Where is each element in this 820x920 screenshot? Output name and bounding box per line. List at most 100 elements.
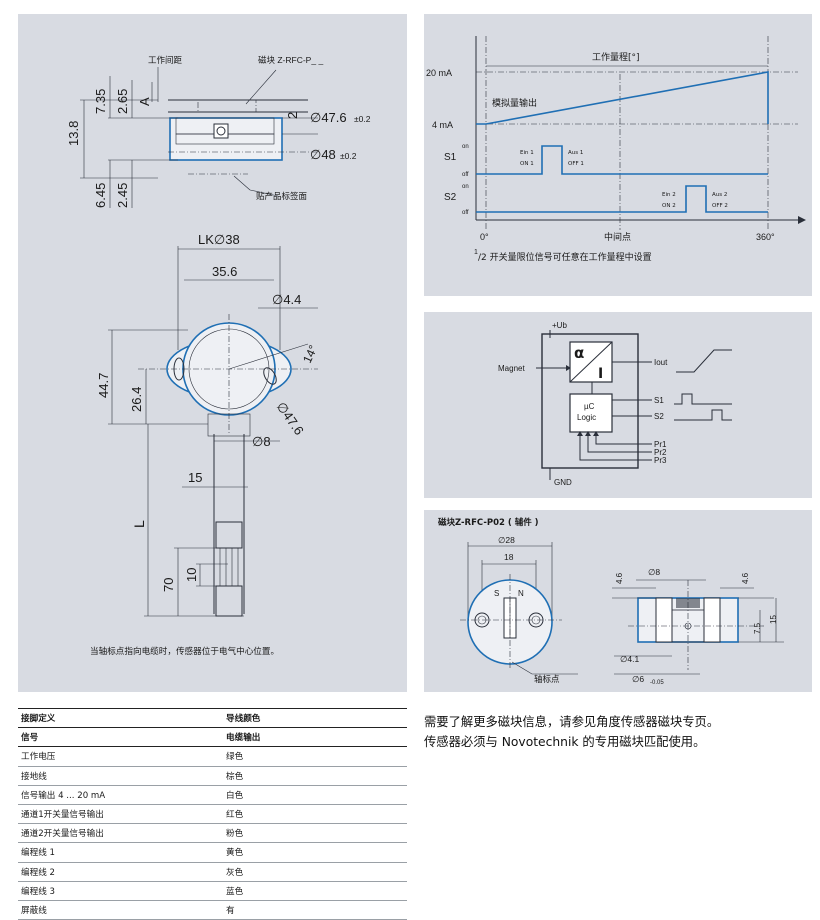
s1-aus: Aus 1 [568, 150, 583, 156]
y-tick-20ma: 20 mA [426, 68, 452, 78]
cell-signal: 编程线 1 [21, 848, 55, 859]
cell-color: 红色 [226, 810, 244, 821]
pole-s: S [494, 589, 499, 598]
label-sticker-side: 贴产品标签面 [256, 191, 308, 202]
cell-signal: 工作电压 [21, 752, 56, 763]
dim-6-45: 6.45 [93, 183, 108, 208]
label-working-gap: 工作间距 [148, 55, 183, 66]
pr1-label: Pr1 [654, 440, 667, 449]
note-line-1: 需要了解更多磁块信息，请参见角度传感器磁块专页。 [424, 715, 720, 729]
cell-signal: 信号输出 4 ... 20 mA [21, 790, 106, 801]
s2-waveform [674, 409, 732, 421]
s2-on: on [462, 184, 469, 190]
dim-2-65: 2.65 [115, 89, 130, 114]
dim-d4-4: ∅4.4 [272, 292, 301, 307]
analog-output-line [476, 71, 769, 125]
s1-on: on [462, 144, 469, 150]
dim-2-45: 2.45 [115, 183, 130, 208]
magnet-outline [197, 99, 257, 113]
dim-d28: ∅28 [498, 535, 515, 545]
table-row: 工作电压绿色 [18, 747, 407, 767]
output-chart-panel: 工作量程[°] 20 mA 4 mA 模拟量输出 S1 on off Ein 1… [424, 14, 812, 296]
x-tick-mid: 中间点 [604, 231, 631, 243]
dim-7-5: 7.5 [753, 622, 762, 634]
pole-n: N [518, 589, 524, 598]
dim-d8-magnet: ∅8 [648, 567, 660, 577]
cell-signal: 接地线 [21, 771, 47, 782]
dim-14-deg: 14° [300, 343, 320, 366]
cell-signal: 编程线 2 [21, 867, 55, 878]
ub-label: +Ub [552, 321, 567, 330]
microcontroller-block [569, 393, 613, 433]
cell-color: 粉色 [226, 829, 244, 840]
dim-d47-6: ∅47.6 [310, 110, 347, 125]
sensor-dimension-drawing: 工作间距 磁块 Z-RFC-P_ _ 13.8 7.35 2.65 A 6.45… [66, 55, 371, 657]
dim-7-35: 7.35 [93, 89, 108, 114]
dim-d6: ∅6 [632, 674, 644, 684]
magnet-note: 需要了解更多磁块信息，请参见角度传感器磁块专页。 传感器必须与 Novotech… [424, 712, 814, 752]
s1-out-label: S1 [654, 396, 664, 405]
header-pin-definition: 接脚定义 [21, 714, 56, 725]
x-tick-360: 360° [756, 232, 775, 242]
current-symbol: I [598, 366, 603, 382]
s2-aus: Aus 2 [712, 192, 727, 198]
logic-label: Logic [577, 413, 596, 422]
footnote-sup: 1 [474, 249, 478, 256]
dim-d8: ∅8 [252, 434, 271, 449]
table-row: 屏蔽线 有 [18, 901, 407, 920]
s1-waveform [674, 393, 732, 405]
mounting-slot-right [263, 367, 277, 385]
s1-ein: Ein 1 [520, 150, 534, 156]
cell-color: 棕色 [226, 771, 244, 782]
table-row: 通道1开关量信号输出 红色 [18, 805, 407, 825]
s2-out-label: S2 [654, 412, 664, 421]
dim-10: 10 [184, 568, 199, 582]
axis-mark-label: 轴标点 [534, 674, 560, 685]
connector-square [213, 123, 229, 139]
s2-on2: ON 2 [662, 203, 676, 209]
dim-4-6-left: 4.6 [615, 572, 624, 584]
alpha-symbol: α [574, 344, 584, 362]
s1-off: off [462, 172, 469, 178]
output-characteristic-chart: 工作量程[°] 20 mA 4 mA 模拟量输出 S1 on off Ein 1… [426, 36, 806, 263]
iout-waveform [676, 349, 732, 373]
cell-signal: 通道1开关量信号输出 [21, 810, 104, 821]
dim-26-4: 26.4 [129, 387, 144, 412]
cell-signal: 屏蔽线 [21, 905, 47, 916]
header-cable-output: 电缆输出 [226, 733, 261, 744]
sensor-block-frame [541, 333, 639, 469]
header-wire-color: 导线颜色 [226, 714, 261, 725]
gnd-label: GND [554, 478, 572, 487]
dim-44-7: 44.7 [96, 373, 111, 398]
s2-ein: Ein 2 [662, 192, 676, 198]
dim-35-6: 35.6 [212, 264, 237, 279]
iout-label: Iout [654, 358, 668, 367]
block-diagram: +Ub GND Magnet α I Iout µC Logic S1 S2 P… [498, 321, 732, 487]
s2-off: off [462, 210, 469, 216]
dim-4-6-right: 4.6 [741, 572, 750, 584]
dim-d47-6-front: ∅47.6 [274, 399, 307, 438]
s1-signal [476, 145, 768, 175]
dim-70: 70 [161, 578, 176, 592]
cell-color: 有 [226, 905, 235, 916]
wire-ends [215, 585, 243, 617]
dim-15: 15 [188, 470, 202, 485]
dimension-drawing-panel: 工作间距 磁块 Z-RFC-P_ _ 13.8 7.35 2.65 A 6.45… [18, 14, 407, 692]
dim-2: 2 [285, 112, 300, 119]
cell-color: 白色 [226, 790, 244, 801]
cell-color: 蓝色 [226, 886, 244, 897]
pr2-label: Pr2 [654, 448, 667, 457]
s2-label: S2 [444, 192, 457, 203]
x-axis-arrow [798, 216, 806, 224]
dim-d4-1: ∅4.1 [620, 654, 639, 664]
dim-d48: ∅48 [310, 147, 336, 162]
dim-d6-tol: -0.05 [650, 680, 664, 686]
pr3-label: Pr3 [654, 456, 667, 465]
table-subheader-row: 信号 电缆输出 [18, 728, 407, 748]
s2-off2: OFF 2 [712, 203, 728, 209]
drawing-caption: 当轴标点指向电缆时，传感器位于电气中心位置。 [90, 645, 279, 657]
pin-definition-table: 接脚定义 导线颜色 信号 电缆输出 工作电压绿色 接地线 棕色 信号输出 4 ..… [18, 708, 407, 920]
